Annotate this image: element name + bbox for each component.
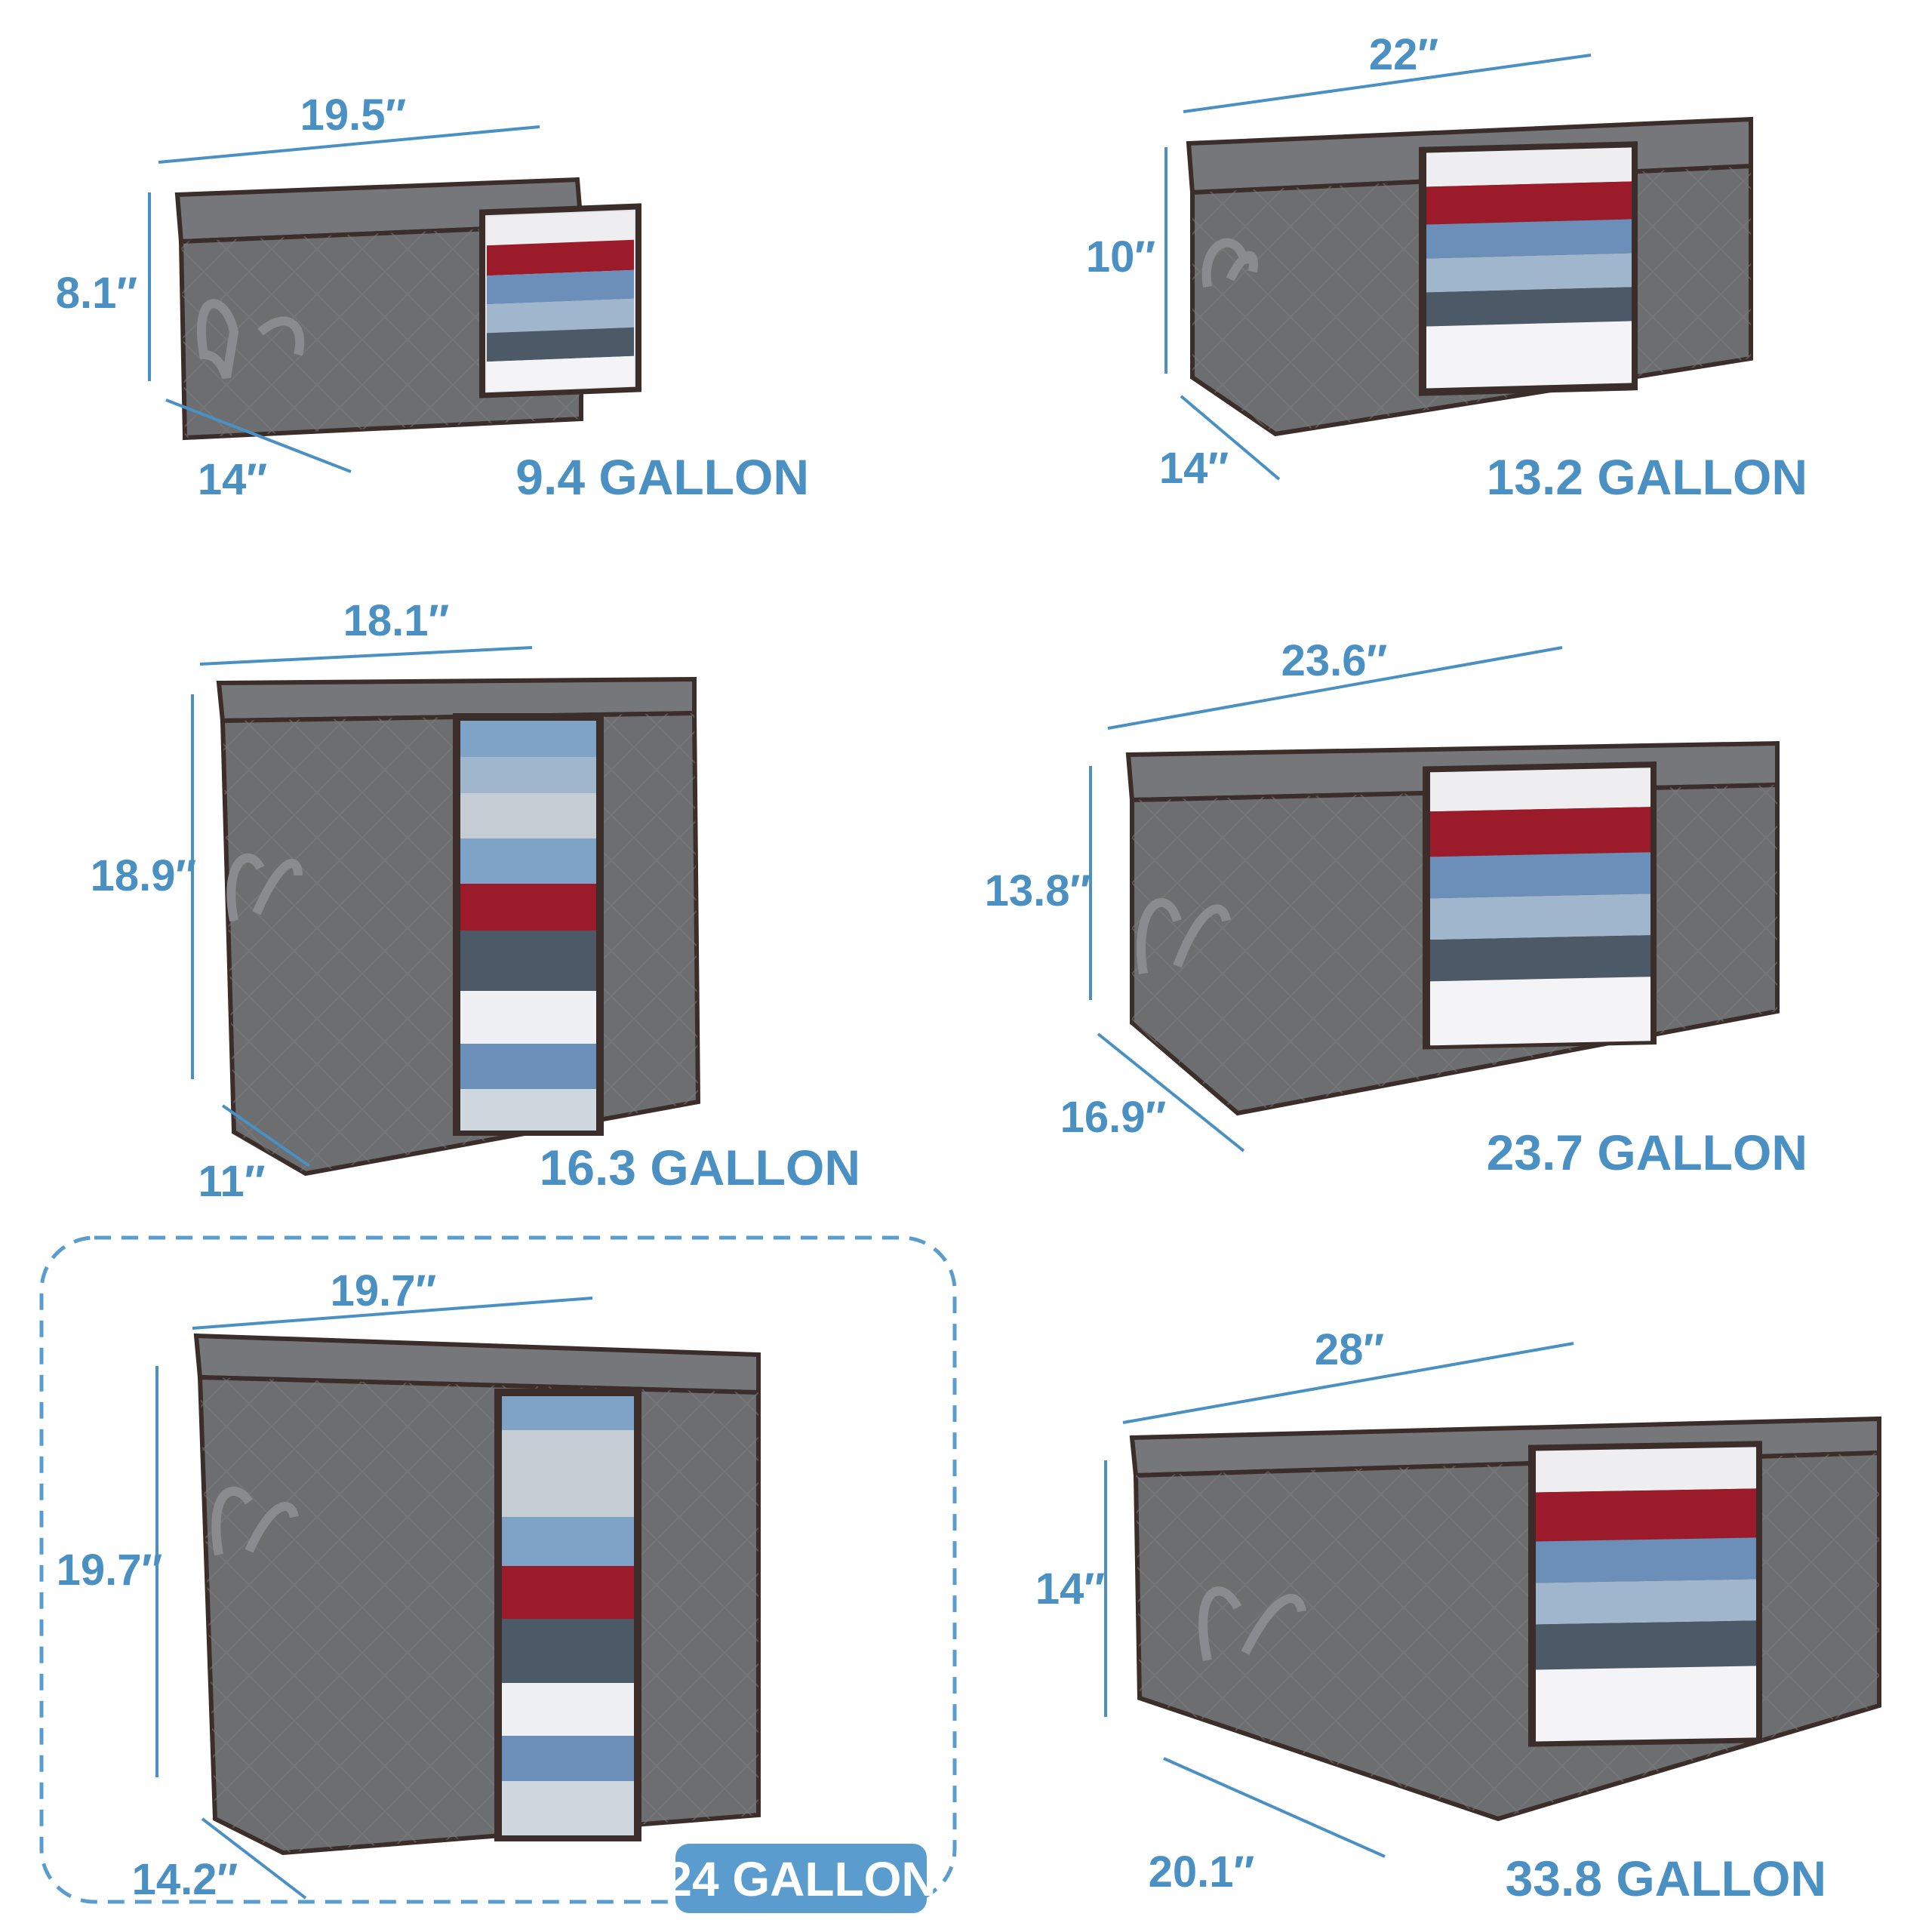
depth-line xyxy=(221,1104,311,1168)
depth-line xyxy=(1097,1032,1245,1152)
capacity-badge xyxy=(675,1844,927,1913)
depth-line xyxy=(1180,395,1281,481)
depth-line xyxy=(1163,1757,1386,1858)
capacity-label: 9.4 GALLON xyxy=(515,449,809,505)
height-label: 13.8″ xyxy=(985,866,1091,915)
width-label: 18.1″ xyxy=(343,596,450,645)
bag-illustration xyxy=(193,1333,761,1856)
product-bag-4: 23.6″ 13.8″ 16.9″ 23.7 GALLON xyxy=(985,636,1807,1180)
width-line xyxy=(1122,1342,1574,1424)
depth-line xyxy=(165,398,352,473)
product-bag-6: 28″ 14″ 20.1″ 33.8 GALLON xyxy=(1035,1325,1881,1906)
width-label: 23.6″ xyxy=(1281,636,1388,685)
height-label: 10″ xyxy=(1086,232,1155,281)
depth-line xyxy=(201,1817,307,1900)
bag-illustration xyxy=(1186,116,1753,437)
width-line xyxy=(1107,646,1563,730)
depth-label: 16.9″ xyxy=(1060,1093,1167,1142)
width-label: 19.7″ xyxy=(331,1266,437,1315)
product-bag-2: 22″ 10″ 14″ 13.2 GALLON xyxy=(1086,30,1807,505)
product-bag-5: 19.7″ 19.7″ 14.2″ 24 GALLON xyxy=(57,1266,937,1913)
height-label: 8.1″ xyxy=(56,269,137,318)
capacity-label: 33.8 GALLON xyxy=(1506,1850,1826,1906)
depth-label: 20.1″ xyxy=(1149,1847,1255,1897)
bag-illustration xyxy=(174,177,641,441)
depth-label: 14″ xyxy=(198,455,267,504)
width-label: 19.5″ xyxy=(300,91,407,140)
bag-illustration xyxy=(1129,1416,1881,1822)
depth-label: 14″ xyxy=(1159,444,1229,493)
product-bag-3: 18.1″ 18.9″ 11″ 16.3 GALLON xyxy=(91,596,860,1206)
capacity-label: 13.2 GALLON xyxy=(1487,449,1807,505)
width-line xyxy=(192,1297,593,1330)
width-line xyxy=(1183,54,1592,113)
capacity-label: 16.3 GALLON xyxy=(540,1140,860,1195)
height-label: 19.7″ xyxy=(57,1546,163,1595)
capacity-label: 23.7 GALLON xyxy=(1487,1124,1807,1180)
highlight-frame xyxy=(39,1235,957,1904)
height-label: 18.9″ xyxy=(91,851,197,900)
bag-illustration xyxy=(216,676,701,1177)
width-line xyxy=(199,646,533,666)
depth-label: 11″ xyxy=(198,1157,265,1206)
product-bag-1: 19.5″ 8.1″ 14″ 9.4 GALLON xyxy=(56,91,809,505)
depth-label: 14.2″ xyxy=(132,1855,238,1904)
width-label: 28″ xyxy=(1315,1325,1384,1374)
bag-illustration xyxy=(1125,740,1780,1116)
height-label: 14″ xyxy=(1035,1564,1105,1614)
capacity-label: 24 GALLON xyxy=(665,1852,936,1906)
width-line xyxy=(158,125,540,164)
width-label: 22″ xyxy=(1369,30,1438,79)
